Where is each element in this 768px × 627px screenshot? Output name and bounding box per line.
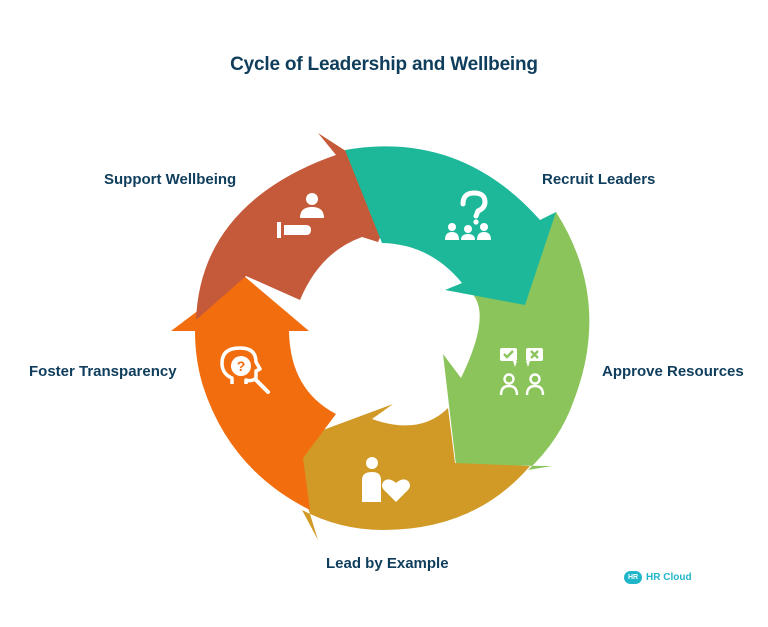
approve-reject-icon xyxy=(499,348,545,396)
svg-text:?: ? xyxy=(237,358,246,374)
brand-logo: HR HR Cloud xyxy=(624,569,692,585)
arrow-approve-resources xyxy=(443,212,590,470)
people-question-icon xyxy=(445,190,491,240)
step-label-foster-transparency: Foster Transparency xyxy=(29,363,177,380)
head-search-icon: ? xyxy=(220,346,270,394)
step-label-approve-resources: Approve Resources xyxy=(602,363,744,380)
arrow-lead-by-example xyxy=(288,404,530,540)
brand-name: HR Cloud xyxy=(646,571,692,583)
step-label-recruit-leaders: Recruit Leaders xyxy=(542,171,656,188)
arrow-foster-transparency xyxy=(171,276,336,510)
step-label-lead-by-example: Lead by Example xyxy=(326,555,449,572)
brand-badge: HR xyxy=(624,570,642,584)
page-title: Cycle of Leadership and Wellbeing xyxy=(230,54,538,75)
person-heart-icon xyxy=(362,457,410,502)
step-label-support-wellbeing: Support Wellbeing xyxy=(104,171,237,188)
person-care-icon xyxy=(277,193,324,238)
